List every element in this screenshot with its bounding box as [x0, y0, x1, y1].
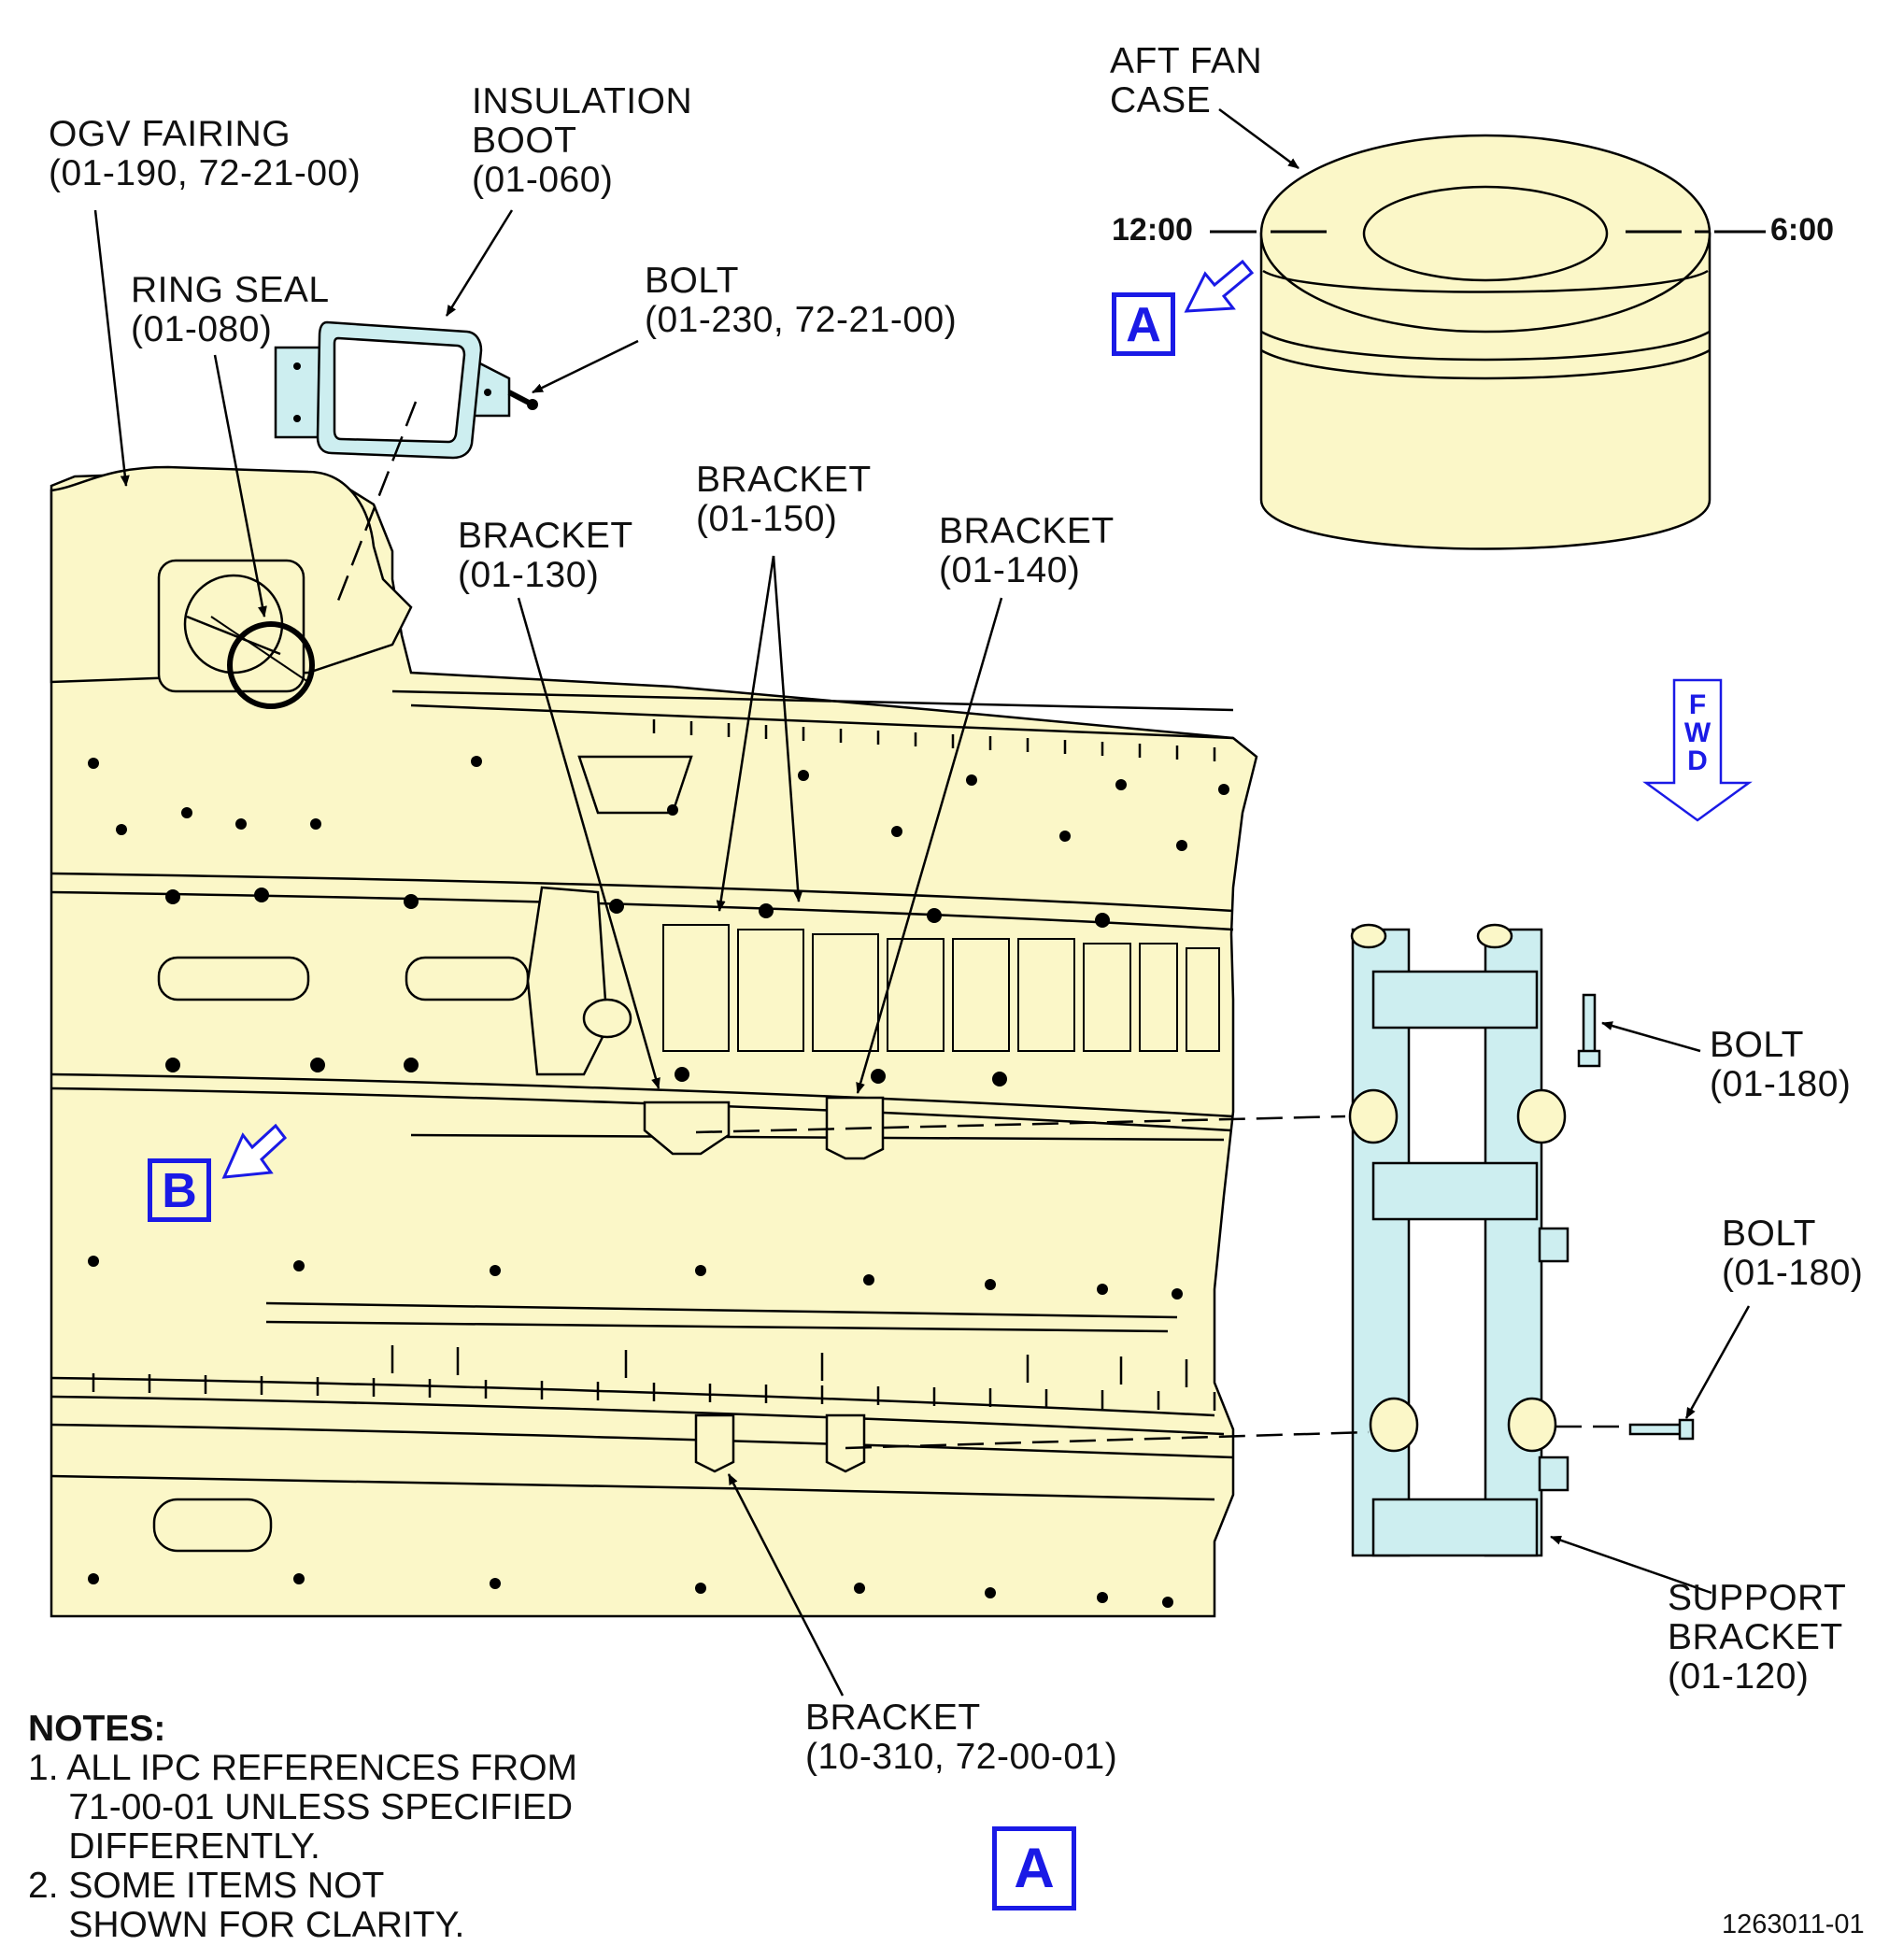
view-b-marker: B	[148, 1158, 211, 1222]
label-ring-seal: RING SEAL (01-080)	[131, 270, 330, 349]
label-bracket-01-150: BRACKET (01-150)	[696, 460, 872, 539]
label-insulation-boot: INSULATION BOOT (01-060)	[472, 81, 693, 200]
clock-12: 12:00	[1112, 212, 1193, 248]
label-bolt-01-230: BOLT (01-230, 72-21-00)	[645, 261, 958, 340]
fwd-arrow-outline	[1642, 678, 1753, 822]
figure-number: 1263011-01	[1722, 1910, 1865, 1939]
label-aft-fan-case: AFT FAN CASE	[1110, 41, 1263, 121]
aft-fan-case-drawing	[1259, 134, 1711, 550]
note-line: 1. ALL IPC REFERENCES FROM	[28, 1748, 578, 1788]
insulation-boot	[274, 320, 511, 460]
view-a-marker-upper: A	[1112, 292, 1175, 356]
notes-title: NOTES:	[28, 1709, 166, 1749]
label-support-bracket: SUPPORT BRACKET (01-120)	[1668, 1578, 1847, 1697]
label-bolt-01-180-lower: BOLT (01-180)	[1722, 1214, 1864, 1293]
note-line: SHOWN FOR CLARITY.	[28, 1905, 465, 1945]
label-bracket-10-310: BRACKET (10-310, 72-00-01)	[805, 1697, 1118, 1777]
fastener-dots	[88, 756, 1229, 1608]
label-bracket-01-140: BRACKET (01-140)	[939, 511, 1115, 590]
clock-6: 6:00	[1770, 212, 1835, 248]
note-line: DIFFERENTLY.	[28, 1826, 320, 1867]
label-bracket-01-130: BRACKET (01-130)	[458, 516, 633, 595]
note-line: 71-00-01 UNLESS SPECIFIED	[28, 1787, 574, 1827]
label-ogv-fairing: OGV FAIRING (01-190, 72-21-00)	[49, 114, 362, 193]
notes-block: NOTES: 1. ALL IPC REFERENCES FROM 71-00-…	[28, 1710, 577, 1945]
note-line: 2. SOME ITEMS NOT	[28, 1866, 385, 1906]
ring-seal	[227, 621, 315, 709]
view-a-marker-lower: A	[992, 1826, 1076, 1910]
support-bracket	[1351, 928, 1569, 1557]
label-bolt-01-180-upper: BOLT (01-180)	[1710, 1025, 1852, 1104]
fwd-indicator: F W D	[1683, 689, 1711, 776]
